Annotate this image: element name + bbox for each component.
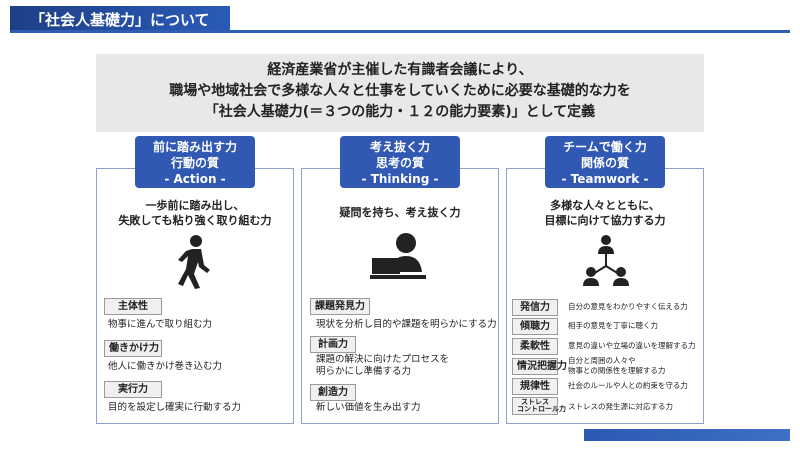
tag-kadai-hakken-text: 現状を分析し目的や課題を明らかにする力 xyxy=(316,319,497,330)
action-desc-line-2: 失敗しても粘り強く取り組む力 xyxy=(118,214,272,227)
tag-stress-control-label-2: コントロール力 xyxy=(517,405,566,413)
walking-person-icon xyxy=(178,235,210,289)
tag-kiritsu: 規律性 xyxy=(512,378,558,395)
tag-keichou: 傾聴力 xyxy=(512,318,558,335)
person-at-laptop-icon xyxy=(370,233,426,279)
action-header: 前に踏み出す力 行動の質 - Action - xyxy=(135,136,255,188)
teamwork-desc-line-1: 多様な人々とともに、 xyxy=(550,199,660,212)
thinking-description: 疑問を持ち、考え抜く力 xyxy=(301,205,499,220)
tag-keikaku: 計画力 xyxy=(310,336,356,353)
page-title: 「社会人基礎力」について xyxy=(30,11,210,29)
tag-jikkou-text: 目的を設定し確実に行動する力 xyxy=(108,402,242,413)
tag-hasshin: 発信力 xyxy=(512,299,558,316)
tag-kadai-hakken: 課題発見力 xyxy=(310,298,370,315)
tag-joukyou-haaku-text-2: 物事との関係性を理解する力 xyxy=(568,366,666,375)
teamwork-desc-line-2: 目標に向けて協力する力 xyxy=(544,214,666,227)
teamwork-description: 多様な人々とともに、 目標に向けて協力する力 xyxy=(506,198,704,228)
teamwork-header: チームで働く力 関係の質 - Teamwork - xyxy=(545,136,665,188)
thinking-english: - Thinking - xyxy=(361,172,439,186)
title-underline xyxy=(10,30,790,33)
intro-line-3: 「社会人基礎力(＝３つの能力・１２の能力要素)」として定義 xyxy=(204,104,596,120)
team-network-icon xyxy=(583,235,629,286)
teamwork-subtitle: 関係の質 xyxy=(580,156,629,170)
tag-stress-control: ストレス コントロール力 xyxy=(512,397,566,415)
thinking-title: 考え抜く力 xyxy=(369,140,430,154)
tag-joukyou-haaku: 情況把握力 xyxy=(512,358,567,375)
intro-line-2: 職場や地域社会で多様な人々と仕事をしていくために必要な基礎的な力を xyxy=(169,83,631,99)
tag-joukyou-haaku-text-1: 自分と周囲の人々や xyxy=(568,356,636,365)
tag-juunansei: 柔軟性 xyxy=(512,338,558,355)
action-subtitle: 行動の質 xyxy=(170,156,219,170)
action-english: - Action - xyxy=(164,172,226,186)
tag-stress-control-text: ストレスの発生源に対応する力 xyxy=(568,402,673,411)
tag-hasshin-text: 自分の意見をわかりやすく伝える力 xyxy=(568,302,688,311)
tag-souzou: 創造力 xyxy=(310,384,356,401)
footer-accent-bar xyxy=(584,429,790,441)
thinking-subtitle: 思考の質 xyxy=(375,156,424,170)
teamwork-english: - Teamwork - xyxy=(561,172,649,186)
action-title: 前に踏み出す力 xyxy=(152,140,237,154)
action-description: 一歩前に踏み出し、 失敗しても粘り強く取り組む力 xyxy=(96,198,294,228)
thinking-header: 考え抜く力 思考の質 - Thinking - xyxy=(340,136,460,188)
tag-jikkou: 実行力 xyxy=(104,381,162,398)
intro-line-1: 経済産業省が主催した有識者会議により、 xyxy=(267,62,533,78)
tag-hatarakikake: 働きかけ力 xyxy=(104,340,162,357)
tag-keikaku-text-2: 明らかにし準備する力 xyxy=(316,366,412,377)
tag-shutaisei: 主体性 xyxy=(104,298,162,315)
tag-shutaisei-text: 物事に進んで取り組む力 xyxy=(108,319,213,330)
tag-keichou-text: 相手の意見を丁寧に聴く力 xyxy=(568,321,658,330)
thinking-column xyxy=(301,168,499,424)
intro-banner: 経済産業省が主催した有識者会議により、 職場や地域社会で多様な人々と仕事をしてい… xyxy=(96,54,704,132)
teamwork-title: チームで働く力 xyxy=(563,140,647,154)
tag-souzou-text: 新しい価値を生み出す力 xyxy=(316,402,421,413)
title-bar: 「社会人基礎力」について xyxy=(10,6,230,30)
action-desc-line-1: 一歩前に踏み出し、 xyxy=(145,199,245,212)
tag-keikaku-text-1: 課題の解決に向けたプロセスを xyxy=(316,354,450,365)
thinking-desc-line-1: 疑問を持ち、考え抜く力 xyxy=(339,206,461,219)
tag-juunansei-text: 意見の違いや立場の違いを理解する力 xyxy=(568,341,696,350)
tag-kiritsu-text: 社会のルールや人との約束を守る力 xyxy=(568,381,688,390)
tag-stress-control-label-1: ストレス xyxy=(521,398,549,406)
tag-hatarakikake-text: 他人に働きかけ巻き込む力 xyxy=(108,361,223,372)
